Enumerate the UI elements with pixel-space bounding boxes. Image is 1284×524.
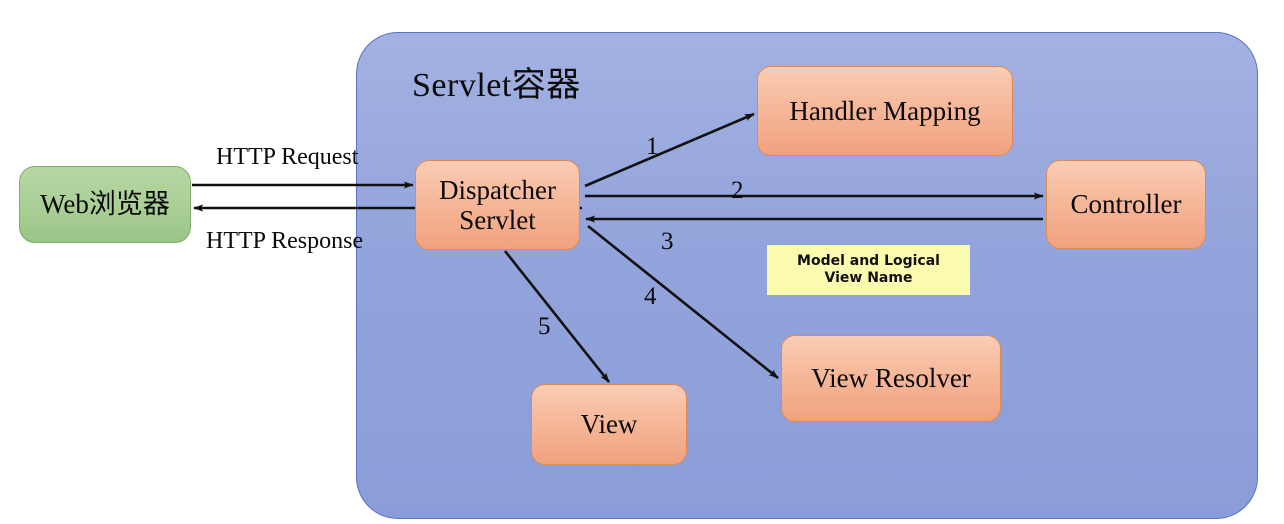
note-model-and-logical-view-name: Model and Logical View Name — [767, 245, 970, 295]
edge-label-step-5: 5 — [538, 313, 551, 340]
note-line1: Model and Logical — [797, 252, 940, 269]
node-dispatcher-servlet[interactable]: Dispatcher Servlet — [415, 160, 580, 250]
node-view[interactable]: View — [531, 384, 687, 465]
edge-label-http-request: HTTP Request — [216, 144, 359, 170]
servlet-container-title: Servlet容器 — [412, 67, 581, 104]
node-dispatcher-servlet-line2: Servlet — [459, 205, 536, 235]
node-handler-mapping[interactable]: Handler Mapping — [757, 66, 1013, 156]
node-controller[interactable]: Controller — [1046, 160, 1206, 249]
node-web-browser[interactable]: Web浏览器 — [19, 166, 191, 243]
node-web-browser-label: Web浏览器 — [40, 189, 170, 220]
edge-label-step-1: 1 — [646, 133, 659, 160]
node-controller-label: Controller — [1070, 189, 1182, 220]
node-handler-mapping-label: Handler Mapping — [789, 95, 981, 126]
node-view-label: View — [580, 409, 638, 440]
note-text: Model and Logical View Name — [797, 253, 940, 288]
note-line2: View Name — [824, 270, 913, 286]
node-view-resolver[interactable]: View Resolver — [781, 335, 1001, 422]
edge-label-step-3: 3 — [661, 228, 674, 255]
node-view-resolver-label: View Resolver — [811, 363, 971, 394]
edge-label-http-response: HTTP Response — [206, 228, 364, 254]
node-dispatcher-servlet-label: Dispatcher Servlet — [439, 175, 556, 235]
node-dispatcher-servlet-line1: Dispatcher — [439, 174, 556, 205]
edge-label-step-2: 2 — [731, 177, 744, 204]
edge-label-step-4: 4 — [644, 283, 657, 310]
